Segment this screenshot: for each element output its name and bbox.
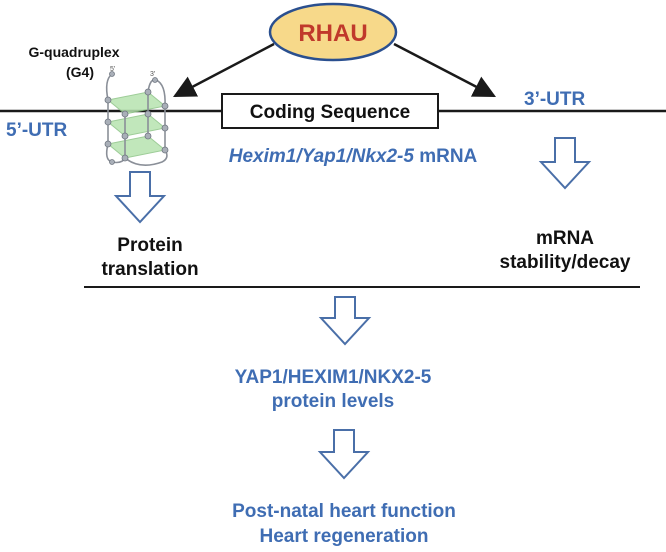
rhau-to-g4-arrow [173, 42, 275, 98]
right-outcome-line2: stability/decay [500, 252, 631, 273]
three-utr-label: 3’-UTR [524, 89, 586, 110]
right-outcome-line1: mRNA [536, 228, 594, 249]
left-down-arrow [113, 171, 167, 224]
final-outcome-line1: Post-natal heart function [232, 501, 456, 522]
left-outcome-line2: translation [101, 259, 198, 280]
protein-levels-line1: YAP1/HEXIM1/NKX2-5 [235, 367, 432, 388]
g4-five-prime: 5' [110, 66, 115, 73]
coding-sequence-label: Coding Sequence [250, 102, 410, 123]
center-down-arrow-1 [318, 296, 372, 346]
mrna-suffix: mRNA [414, 146, 478, 167]
five-utr-label: 5’-UTR [6, 120, 68, 141]
g4-three-prime: 3' [150, 71, 155, 78]
rhau-to-3utr-arrow [393, 42, 496, 98]
left-outcome-line1: Protein [117, 235, 182, 256]
g-quadruplex-structure: 5' 3' [104, 66, 169, 166]
gene-mrna-label: Hexim1/Yap1/Nkx2-5 mRNA [229, 146, 478, 167]
g4-label-line2: (G4) [66, 64, 94, 80]
right-down-arrow [538, 137, 592, 190]
rhau-node: RHAU [268, 2, 398, 62]
gene-names: Hexim1/Yap1/Nkx2-5 [229, 146, 415, 167]
final-outcome-line2: Heart regeneration [260, 526, 429, 547]
center-down-arrow-2 [317, 429, 371, 480]
rhau-label: RHAU [298, 20, 367, 47]
protein-levels-line2: protein levels [272, 391, 395, 412]
coding-sequence-box: Coding Sequence [221, 93, 439, 129]
g4-label-line1: G-quadruplex [28, 44, 119, 60]
